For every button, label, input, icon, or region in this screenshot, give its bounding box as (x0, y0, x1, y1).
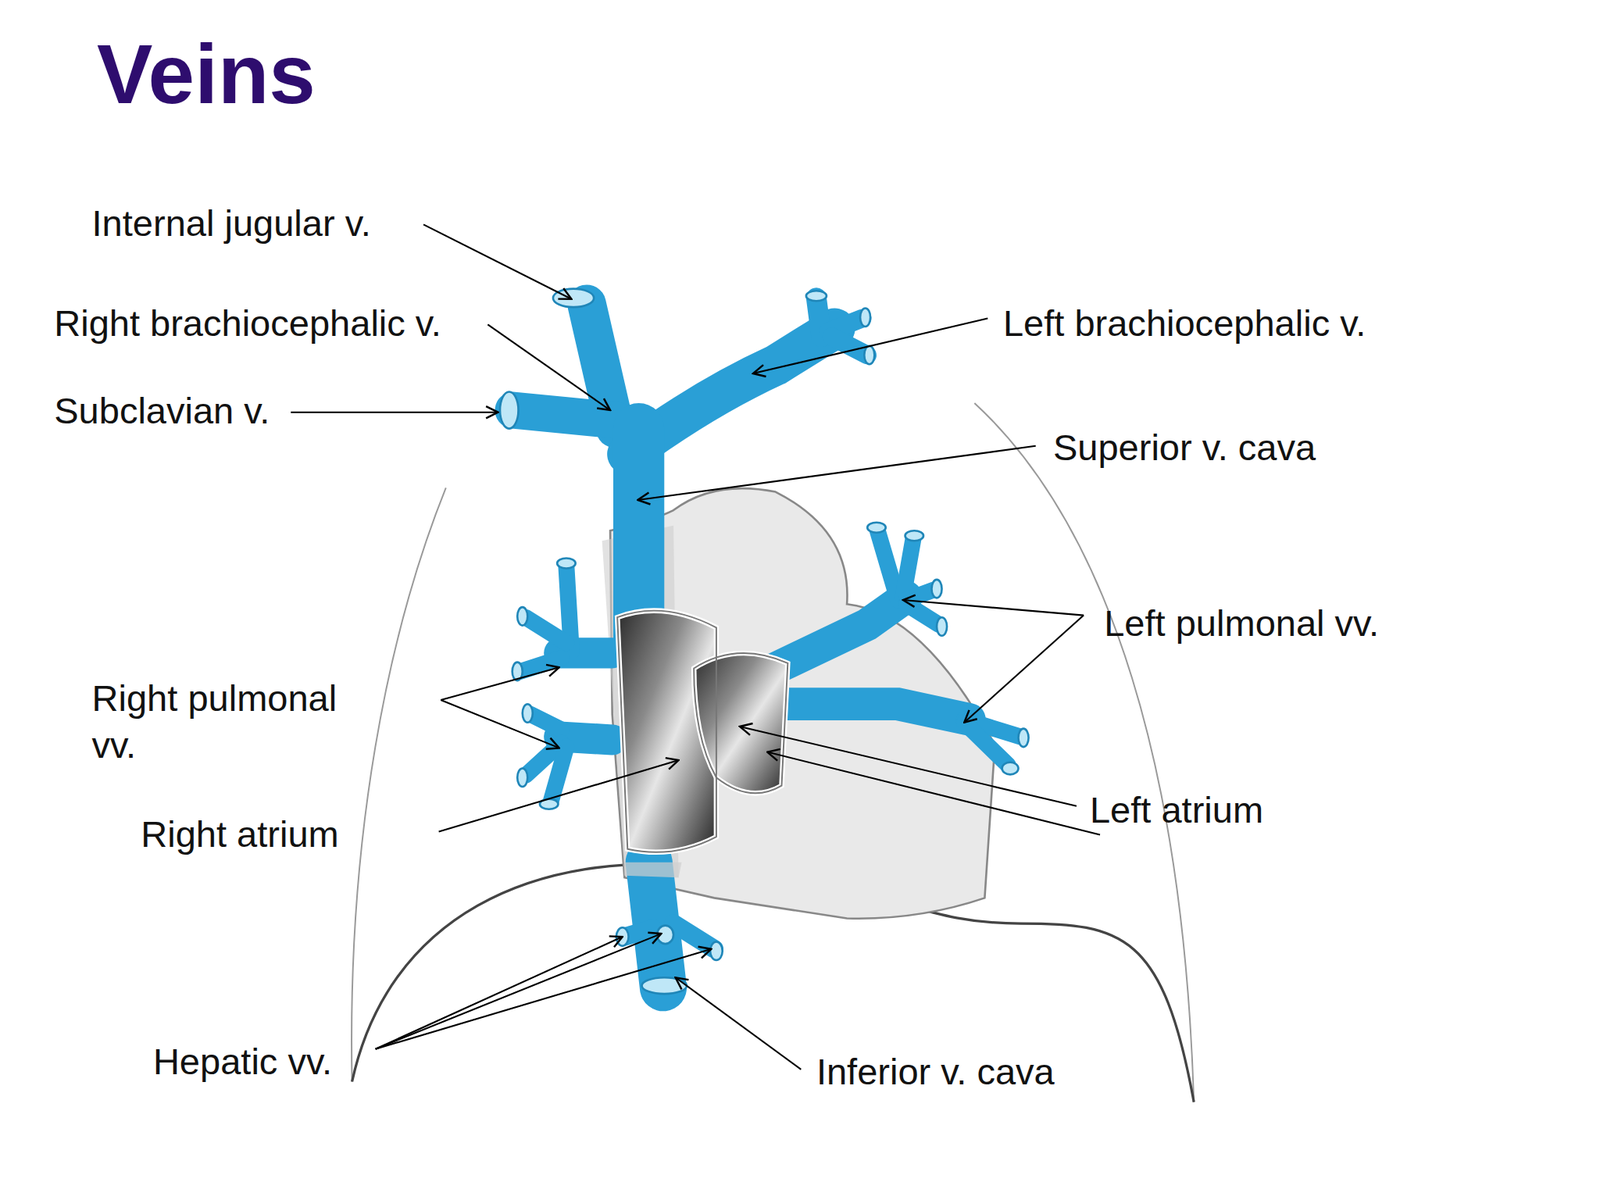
cavity-outline (617, 610, 717, 853)
part-label: Internal jugular v. (92, 200, 372, 247)
vein-opening (931, 579, 942, 599)
leader-line (739, 726, 1077, 807)
vein-opening (1002, 762, 1019, 775)
part-label: Left atrium (1089, 786, 1264, 834)
vein-opening (500, 392, 519, 429)
hepatic-vein (673, 923, 715, 950)
leader-line (767, 752, 1100, 836)
vein-opening (864, 346, 875, 365)
vein-branch (877, 530, 898, 600)
leader-line (290, 411, 498, 414)
part-label: Left pulmonal vv. (1103, 600, 1379, 647)
leader-line (753, 318, 988, 375)
vein-opening (710, 942, 723, 961)
vein-opening (1018, 728, 1029, 748)
leader-line (440, 700, 560, 748)
leader-line (375, 949, 712, 1050)
leader-line (440, 667, 560, 700)
vein-opening (806, 290, 827, 301)
leader-line (637, 446, 1036, 500)
vein-opening (517, 607, 528, 626)
leader-line (487, 324, 611, 411)
left-atrium-cavity (693, 653, 788, 793)
vein-branch (964, 722, 1008, 766)
part-label: Right brachiocephalic v. (53, 300, 442, 347)
vein-group (513, 297, 1021, 988)
vein-opening (517, 768, 528, 788)
vein-branch (550, 746, 567, 801)
subclavian-vein (513, 410, 618, 421)
leader-line (675, 977, 802, 1070)
vein-opening (557, 557, 576, 568)
lung-outline (351, 487, 447, 1082)
part-label: Inferior v. cava (816, 1049, 1055, 1097)
vein-opening (522, 703, 533, 723)
pericardium-band (624, 862, 682, 879)
part-label: Hepatic vv. (153, 1039, 333, 1086)
vein-branch (520, 657, 561, 672)
vein-opening (867, 522, 886, 533)
vein-openings (500, 289, 1029, 995)
part-label: Superior v. cava (1053, 424, 1316, 472)
left-pulmonary-vein (775, 596, 907, 668)
cavity-outline (693, 653, 788, 793)
vein-opening (553, 289, 594, 308)
leader-line (439, 760, 679, 832)
leader-line (375, 933, 662, 1050)
leader-line (423, 224, 572, 299)
part-label: Left brachiocephalic v. (1003, 300, 1366, 347)
vein-opening (860, 307, 871, 327)
lung-outline (974, 403, 1194, 1103)
leader-lines (290, 224, 1100, 1069)
part-label: Right pulmonal vv. (92, 675, 379, 770)
leader-line (964, 615, 1084, 723)
vein-opening (936, 617, 947, 636)
vein-branch (525, 617, 567, 643)
leader-line (375, 936, 623, 1050)
vein-branch (831, 336, 868, 356)
left-pulmonary-vein (785, 703, 970, 720)
leader-line (903, 600, 1084, 616)
part-label: Right atrium (140, 810, 339, 858)
vein-branch (530, 714, 561, 730)
vein-branch (903, 539, 914, 597)
part-label: Subclavian v. (53, 387, 270, 435)
vein-opening (905, 530, 925, 541)
vein-branch (906, 603, 940, 625)
slide-title: Veins (96, 28, 316, 122)
